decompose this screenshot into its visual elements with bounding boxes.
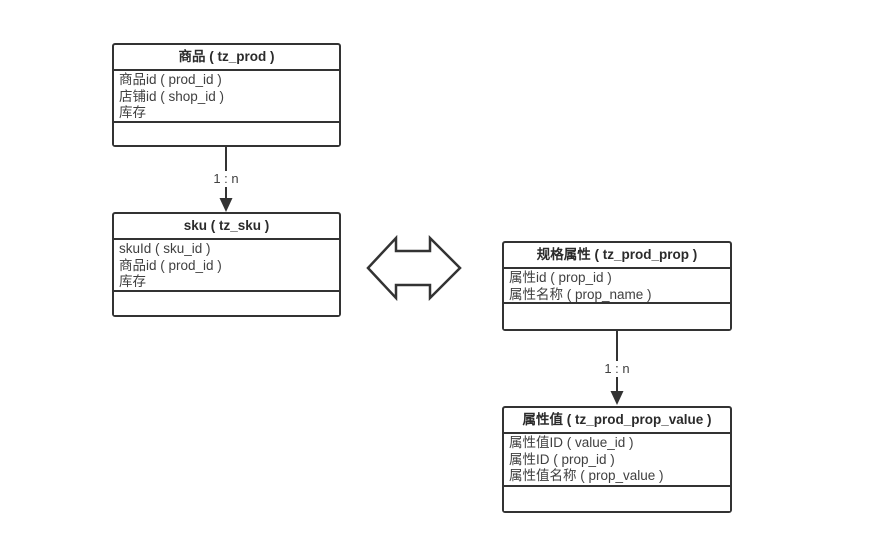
entity-table-sku: sku ( tz_sku ) skuId ( sku_id ) 商品id ( p… (112, 212, 341, 317)
table-title: sku ( tz_sku ) (114, 214, 339, 240)
cardinality-label: 1 : n (202, 171, 250, 187)
table-footer-empty (504, 485, 730, 511)
table-footer-empty (114, 121, 339, 145)
entity-table-prod-prop: 规格属性 ( tz_prod_prop ) 属性id ( prop_id ) 属… (502, 241, 732, 331)
table-fields: 属性值ID ( value_id ) 属性ID ( prop_id ) 属性值名… (504, 434, 730, 485)
table-field: skuId ( sku_id ) (119, 241, 211, 256)
table-field: 属性id ( prop_id ) (509, 270, 612, 285)
table-field: 库存 (119, 274, 146, 289)
entity-table-prod-prop-value: 属性值 ( tz_prod_prop_value ) 属性值ID ( value… (502, 406, 732, 513)
table-footer-empty (504, 302, 730, 329)
table-field: 店铺id ( shop_id ) (119, 88, 225, 104)
table-title: 商品 ( tz_prod ) (114, 45, 339, 71)
cardinality-label: 1 : n (593, 361, 641, 377)
arrowhead-down-icon (219, 198, 233, 212)
table-fields: 商品id ( prod_id ) 店铺id ( shop_id ) 库存 (114, 71, 339, 121)
table-field: 属性值ID ( value_id ) (509, 435, 634, 450)
table-fields: skuId ( sku_id ) 商品id ( prod_id ) 库存 (114, 240, 339, 290)
table-field: 库存 (119, 105, 146, 120)
arrowhead-down-icon (610, 391, 624, 405)
table-title: 属性值 ( tz_prod_prop_value ) (504, 408, 730, 434)
table-field: 属性名称 ( prop_name ) (509, 286, 652, 302)
table-field: 商品id ( prod_id ) (119, 72, 222, 87)
table-fields: 属性id ( prop_id ) 属性名称 ( prop_name ) (504, 269, 730, 302)
entity-table-prod: 商品 ( tz_prod ) 商品id ( prod_id ) 店铺id ( s… (112, 43, 341, 147)
table-field: 商品id ( prod_id ) (119, 257, 222, 273)
table-field: 属性ID ( prop_id ) (509, 451, 615, 467)
table-title: 规格属性 ( tz_prod_prop ) (504, 243, 730, 269)
table-footer-empty (114, 290, 339, 315)
table-field: 属性值名称 ( prop_value ) (509, 468, 664, 483)
double-arrow-icon (366, 234, 462, 302)
